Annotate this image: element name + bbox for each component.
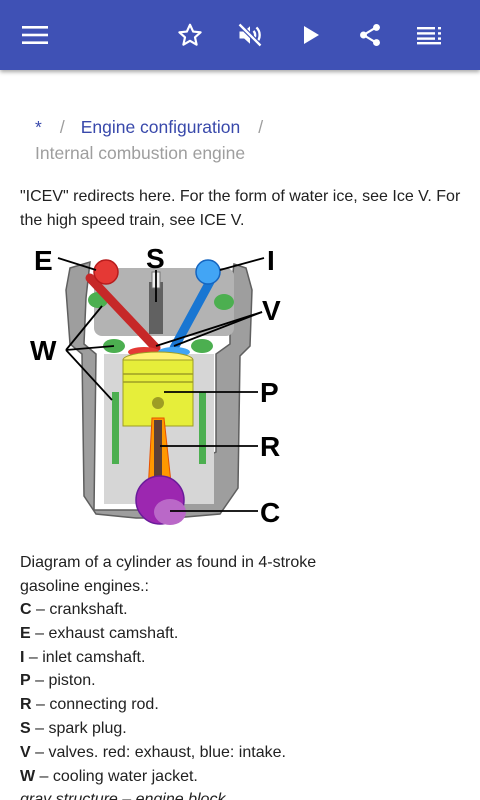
legend-item: R – connecting rod.	[20, 696, 159, 714]
article-content: * / Engine configuration / Internal combust…	[0, 70, 480, 800]
play-button[interactable]	[287, 11, 335, 59]
hatnote-text: "ICEV" redirects here. For the form of w…	[20, 188, 461, 229]
play-icon	[304, 26, 319, 44]
playlist-icon	[417, 27, 441, 45]
engine-cylinder-diagram: E S I V W P R C	[30, 243, 281, 528]
breadcrumb-current: Internal combustion engine	[35, 143, 246, 163]
legend-item: C – crankshaft.	[20, 601, 128, 618]
legend-item: P – piston.	[20, 672, 96, 690]
figure-label-r: R	[260, 431, 280, 462]
figure-label-p: P	[260, 377, 279, 408]
figure-label-w: W	[30, 335, 57, 366]
legend-item: W – cooling water jacket.	[20, 767, 198, 785]
star-icon	[178, 23, 202, 46]
legend-item: S – spark plug.	[20, 719, 127, 737]
legend-item: V – valves. red: exhaust, blue: intake.	[20, 743, 286, 761]
share-icon	[360, 23, 380, 47]
hamburger-menu-icon	[22, 26, 48, 44]
legend-item: I – inlet camshaft.	[20, 648, 146, 666]
favorite-button[interactable]	[166, 11, 214, 59]
volume-off-icon	[237, 22, 263, 48]
figure-label-e: E	[34, 245, 53, 276]
legend-item: gray structure – engine block.	[20, 791, 230, 800]
contents-button[interactable]	[406, 11, 454, 59]
breadcrumb-parent-link[interactable]: Engine configuration	[80, 117, 241, 137]
legend-item: E – exhaust camshaft.	[20, 624, 179, 642]
share-button[interactable]	[346, 11, 394, 59]
breadcrumb-separator: /	[258, 117, 264, 137]
breadcrumb-separator: /	[59, 117, 65, 137]
figure-legend: C – crankshaft. E – exhaust camshaft. I …	[20, 598, 460, 800]
figure-label-i: I	[267, 245, 275, 276]
figure-caption: Diagram of a cylinder as found in 4-stro…	[20, 554, 317, 595]
app-bar	[0, 0, 480, 70]
mute-button[interactable]	[226, 11, 274, 59]
figure-label-s: S	[146, 243, 165, 274]
breadcrumb: * / Engine configuration / Internal combust…	[35, 114, 455, 166]
breadcrumb-root-link[interactable]: *	[35, 117, 42, 137]
figure-label-c: C	[260, 497, 280, 528]
menu-button[interactable]	[11, 11, 59, 59]
figure-label-v: V	[262, 295, 281, 326]
